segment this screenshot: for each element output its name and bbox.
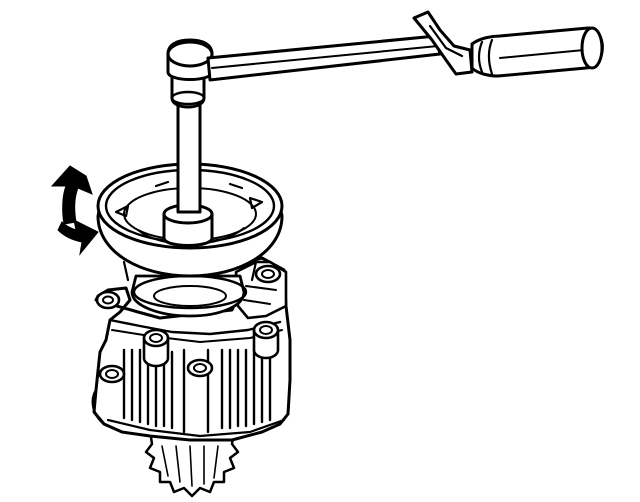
boss-center-right bbox=[252, 320, 280, 360]
boss-lower-left bbox=[98, 364, 126, 384]
socket bbox=[162, 60, 214, 247]
rotation-arrow bbox=[50, 165, 99, 256]
ratchet-wrench bbox=[166, 10, 604, 82]
boss-lower-center bbox=[186, 358, 214, 378]
mounting-bosses bbox=[95, 290, 280, 384]
boss-left-upper bbox=[95, 290, 121, 310]
boss-center-left bbox=[142, 328, 170, 368]
drive-gear bbox=[144, 428, 240, 498]
